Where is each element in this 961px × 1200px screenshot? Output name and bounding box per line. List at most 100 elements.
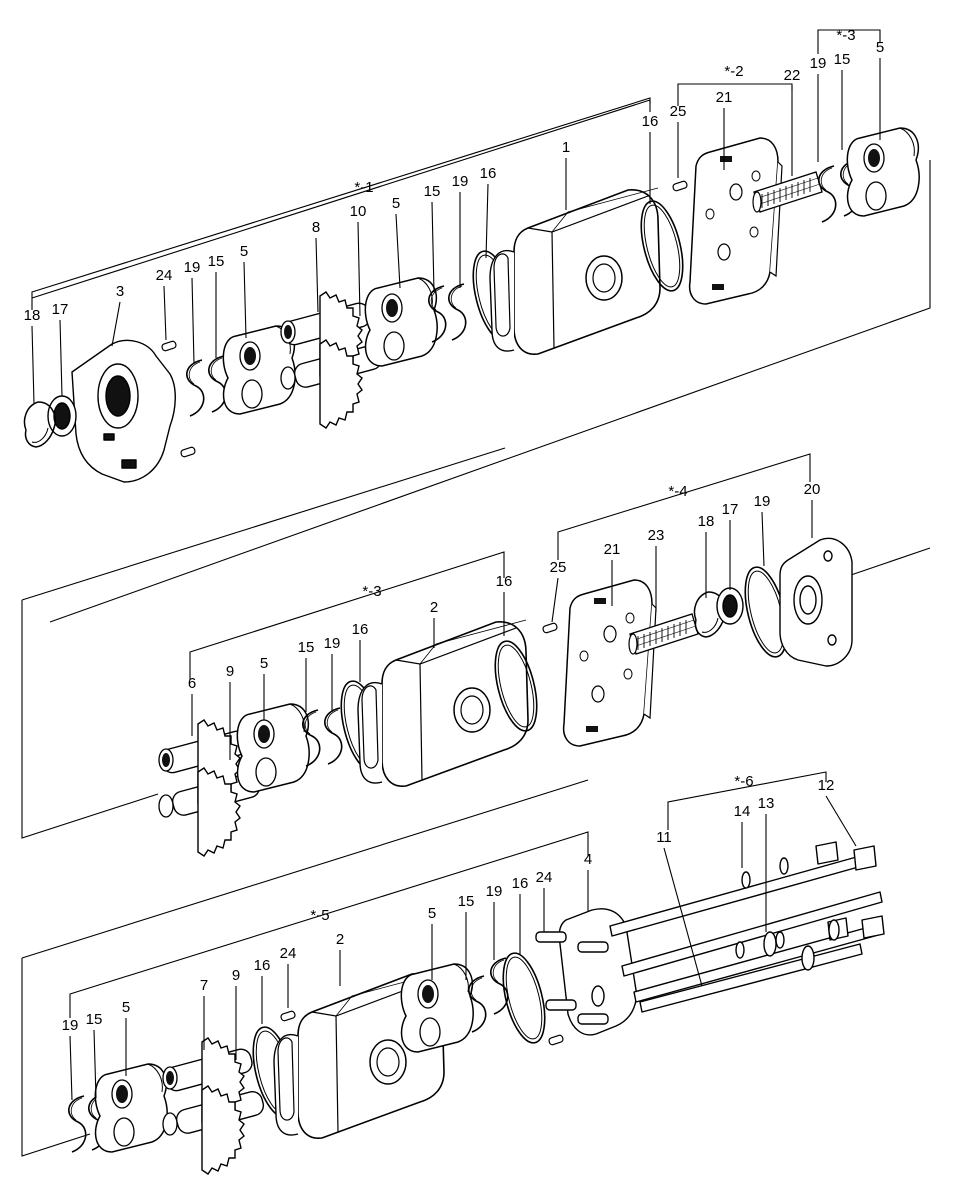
- part-label: 19: [810, 55, 827, 72]
- part-label: 12: [818, 777, 835, 794]
- gear-pair-7-9: [162, 1037, 267, 1175]
- group-bracket: [69, 831, 589, 1018]
- group-label: *-6: [734, 773, 753, 790]
- front-flange-20: [779, 537, 853, 667]
- bushing-5-b: [364, 277, 438, 367]
- tie-rods-11: [609, 855, 883, 1013]
- bushing-5-f: [400, 963, 474, 1053]
- group-bracket: [667, 771, 827, 830]
- part-label: 2: [336, 931, 344, 948]
- part-label: 16: [352, 621, 369, 638]
- leader-line: [31, 325, 35, 405]
- leader-line: [69, 1035, 73, 1101]
- group-label: *-4: [668, 483, 687, 500]
- part-label: 5: [122, 999, 130, 1016]
- part-label: 18: [24, 307, 41, 324]
- part-label: 1: [562, 139, 570, 156]
- bushing-5-e: [94, 1063, 168, 1153]
- pump-body-1: [489, 187, 661, 356]
- cover-plate-21-b: [562, 579, 657, 747]
- panel-3-frame: [21, 779, 589, 1157]
- leader-line: [315, 237, 319, 313]
- part-label: 15: [424, 183, 441, 200]
- part-label: 22: [784, 67, 801, 84]
- part-label: 23: [648, 527, 665, 544]
- part-label: 16: [254, 957, 271, 974]
- part-label: 19: [324, 635, 341, 652]
- part-label: 3: [116, 283, 124, 300]
- part-label: 16: [480, 165, 497, 182]
- bushing-5-d: [236, 703, 310, 793]
- part-label: 13: [758, 795, 775, 812]
- part-label: 11: [656, 829, 672, 846]
- part-label: 15: [208, 253, 225, 270]
- pin-24-b: [179, 445, 197, 459]
- part-label: 17: [52, 301, 69, 318]
- backup-ring-19-b: [448, 283, 467, 341]
- part-label: 15: [834, 51, 851, 68]
- leader-line: [485, 183, 489, 259]
- part-label: 20: [804, 481, 821, 498]
- part-label: 9: [232, 967, 240, 984]
- leader-line: [243, 261, 247, 339]
- part-label: 25: [550, 559, 567, 576]
- part-label: 7: [200, 977, 208, 994]
- part-label: 16: [496, 573, 513, 590]
- part-label: 16: [512, 875, 529, 892]
- group-label: *-5: [310, 907, 329, 924]
- part-label: 17: [722, 501, 739, 518]
- part-label: 19: [62, 1017, 79, 1034]
- leader-line: [93, 1029, 97, 1099]
- backup-ring-19-g: [490, 957, 509, 1015]
- part-label: 25: [670, 103, 687, 120]
- part-label: 19: [754, 493, 771, 510]
- part-label: 15: [86, 1011, 103, 1028]
- leader-line: [825, 795, 857, 847]
- group-bracket: [817, 29, 881, 54]
- leader-line: [551, 577, 559, 623]
- group-bracket: [557, 453, 811, 560]
- seal-17: [47, 395, 77, 437]
- part-label: 24: [156, 267, 173, 284]
- backup-ring-19-c: [818, 165, 837, 223]
- leader-line: [191, 277, 195, 365]
- part-label: 19: [452, 173, 469, 190]
- group-label: *-3: [836, 27, 855, 44]
- part-label: 10: [350, 203, 367, 220]
- part-label: 5: [260, 655, 268, 672]
- group-label: *-3: [362, 583, 381, 600]
- leader-line: [163, 285, 167, 341]
- part-label: 19: [486, 883, 503, 900]
- panel-3: [21, 779, 885, 1175]
- pin-25-c: [541, 621, 559, 635]
- part-label: 6: [188, 675, 196, 692]
- part-label: 24: [536, 869, 553, 886]
- cover-plate-21-a: [688, 137, 783, 305]
- part-label: 8: [312, 219, 320, 236]
- backup-ring-19-d: [324, 707, 343, 765]
- backup-ring-19-f: [68, 1095, 87, 1153]
- panel-1-frame: [31, 99, 931, 623]
- panel-1: [23, 99, 931, 623]
- leader-line: [761, 511, 765, 567]
- leader-line: [111, 301, 121, 347]
- part-label: 9: [226, 663, 234, 680]
- backup-ring-19-a: [186, 359, 205, 417]
- part-label: 4: [584, 851, 592, 868]
- part-label: 19: [184, 259, 201, 276]
- leader-line: [357, 221, 361, 317]
- washers-13: [763, 919, 840, 971]
- part-label: 15: [298, 639, 315, 656]
- end-cover-4: [535, 908, 637, 1036]
- leader-line: [663, 847, 703, 987]
- pin-24-a: [160, 339, 178, 353]
- leader-line: [395, 213, 401, 289]
- seal-17-b: [716, 587, 744, 625]
- pin-24-c: [279, 1009, 297, 1023]
- group-bracket: [677, 83, 793, 106]
- part-label: 5: [876, 39, 884, 56]
- part-label: 5: [392, 195, 400, 212]
- leader-line: [59, 319, 63, 397]
- annotations: 1355581015151516161718191919212224252569…: [24, 27, 884, 1101]
